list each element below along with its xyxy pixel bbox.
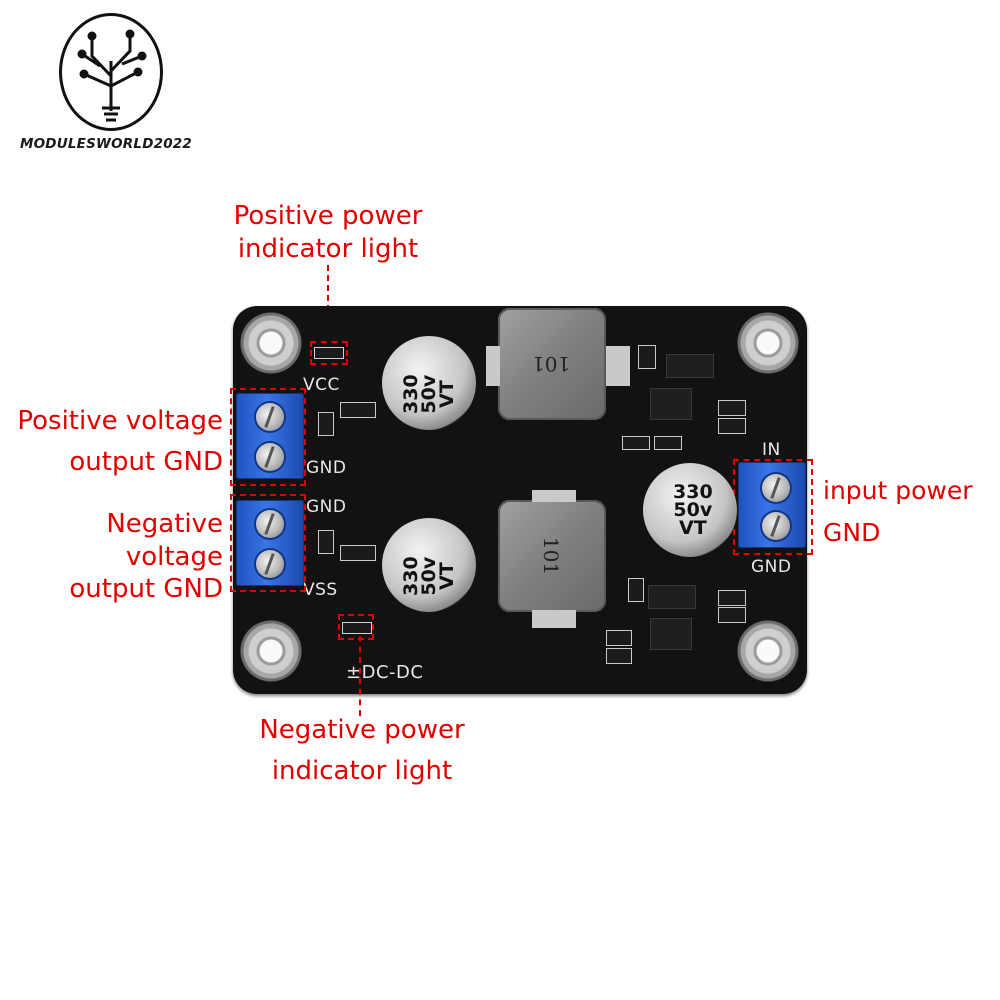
- smd-component: [318, 412, 334, 436]
- negative-output-highlight: [230, 494, 306, 592]
- positive-output-highlight: [230, 388, 306, 486]
- negative-indicator-line2: indicator light: [271, 755, 453, 786]
- capacitor-label-line3: VT: [679, 517, 707, 539]
- diode: [648, 585, 696, 609]
- smd-component: [606, 630, 632, 646]
- smd-component: [340, 545, 376, 561]
- negative-output-line2: output GND: [69, 574, 223, 604]
- smd-component: [622, 436, 650, 450]
- mounting-hole: [737, 312, 799, 374]
- smd-component: [718, 400, 746, 416]
- brand-name: MODULESWORLD2022: [20, 136, 192, 152]
- terminal-screw: [256, 403, 284, 431]
- input-power-callout: input power: [823, 476, 973, 505]
- positive-indicator-leader: [327, 265, 329, 341]
- smd-component: [606, 648, 632, 664]
- positive-indicator-line2: indicator light: [237, 233, 419, 264]
- negative-output-line1: Negative voltage: [106, 509, 223, 572]
- smd-component: [628, 578, 644, 602]
- input-terminal-highlight: [733, 459, 813, 555]
- input-gnd-callout: GND: [823, 518, 881, 547]
- smd-component: [654, 436, 682, 450]
- terminal-screw: [256, 550, 284, 578]
- positive-output-line2: output GND: [69, 446, 223, 477]
- positive-output-line1: Positive voltage: [17, 406, 223, 436]
- silk-dcdc: ±DC-DC: [346, 662, 424, 683]
- mounting-hole: [240, 312, 302, 374]
- smd-component: [318, 530, 334, 554]
- silk-vcc: VCC: [303, 375, 340, 395]
- positive-indicator-line1: Positive power: [233, 201, 423, 231]
- terminal-screw: [256, 443, 284, 471]
- circuit-tree-lightbulb-logo: [77, 29, 147, 122]
- capacitor-label: 330 50v VT: [400, 374, 458, 414]
- negative-indicator-leader: [359, 636, 361, 716]
- capacitor-label-line2: 50v: [673, 499, 713, 521]
- smd-component: [340, 402, 376, 418]
- negative-indicator-callout: Negative power indicator light: [244, 714, 480, 787]
- positive-led-highlight: [310, 341, 348, 365]
- electrolytic-capacitor: 330 50v VT: [382, 518, 476, 612]
- negative-output-terminal: [236, 500, 304, 586]
- power-inductor: 101: [498, 308, 606, 420]
- capacitor-label: 330 50v VT: [400, 556, 458, 596]
- smd-component: [718, 418, 746, 434]
- positive-output-terminal: [236, 393, 304, 479]
- regulator-ic: [650, 618, 692, 650]
- solder-pad: [532, 610, 576, 628]
- negative-indicator-led: [342, 622, 372, 634]
- solder-pad: [532, 490, 576, 502]
- solder-pad: [486, 346, 500, 386]
- capacitor-label-line1: 330: [673, 481, 713, 503]
- electrolytic-capacitor: 330 50v VT: [643, 463, 737, 557]
- inductor-label: 101: [539, 536, 564, 576]
- silk-gnd-mid: GND: [306, 497, 347, 517]
- solder-pad: [606, 346, 630, 386]
- terminal-screw: [762, 474, 790, 502]
- negative-output-callout: Negative voltage output GND: [15, 508, 223, 606]
- brand-logo: [59, 13, 163, 131]
- negative-indicator-line1: Negative power: [259, 715, 465, 745]
- diode: [666, 354, 714, 378]
- electrolytic-capacitor: 330 50v VT: [382, 336, 476, 430]
- positive-indicator-callout: Positive power indicator light: [222, 200, 434, 265]
- positive-output-callout: Positive voltage output GND: [15, 405, 223, 478]
- smd-component: [718, 607, 746, 623]
- terminal-screw: [762, 512, 790, 540]
- negative-led-highlight: [338, 614, 374, 640]
- smd-component: [638, 345, 656, 369]
- silk-in: IN: [762, 440, 781, 460]
- inductor-label: 101: [532, 352, 571, 376]
- input-terminal: [738, 462, 806, 548]
- mounting-hole: [737, 620, 799, 682]
- terminal-screw: [256, 510, 284, 538]
- positive-indicator-led: [314, 347, 344, 359]
- silk-vss: VSS: [303, 580, 338, 600]
- power-inductor: 101: [498, 500, 606, 612]
- regulator-ic: [650, 388, 692, 420]
- capacitor-label-line3: VT: [436, 562, 458, 590]
- capacitor-label-line3: VT: [436, 380, 458, 408]
- silk-gnd-right: GND: [751, 557, 792, 577]
- capacitor-label: 330 50v VT: [673, 481, 713, 539]
- silk-gnd-top: GND: [306, 458, 347, 478]
- mounting-hole: [240, 620, 302, 682]
- smd-component: [718, 590, 746, 606]
